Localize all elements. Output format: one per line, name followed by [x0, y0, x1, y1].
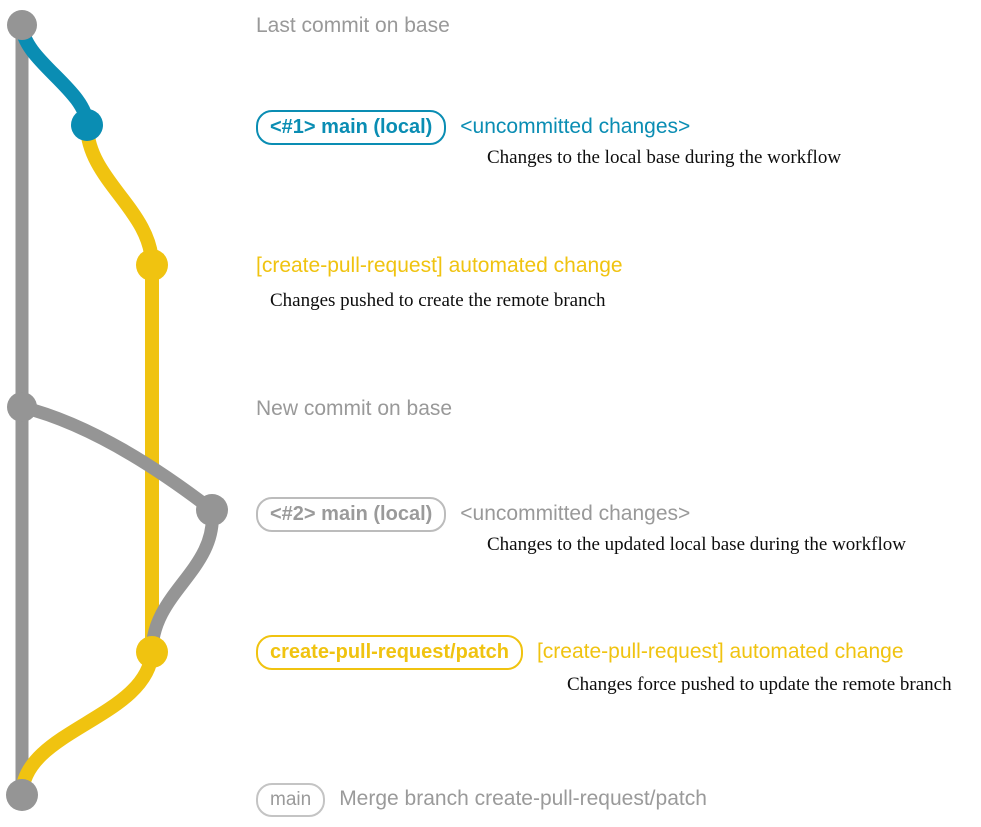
- gray-branch-line-to-local2: [15, 400, 219, 517]
- commit-node-local-1: [71, 109, 103, 141]
- commit-headline-base-last: Last commit on base: [256, 14, 450, 37]
- commit-description-patch-1: Changes pushed to create the remote bran…: [270, 290, 606, 311]
- amber-branch-line-upper: [80, 118, 159, 272]
- branch-badge-patch-2[interactable]: create-pull-request/patch: [256, 635, 523, 670]
- branch-badge-main[interactable]: main: [256, 783, 326, 817]
- commit-headline-local-2: <uncommitted changes>: [460, 502, 691, 525]
- branch-badge-local-2[interactable]: <#2> main (local): [256, 497, 447, 532]
- commit-row-base-last: Last commit on base: [256, 15, 450, 36]
- commit-headline-patch-2: [create-pull-request] automated change: [536, 640, 904, 663]
- commit-node-base-new: [7, 392, 37, 422]
- commit-node-base-last: [7, 10, 37, 40]
- commit-headline-base-new: New commit on base: [256, 397, 453, 420]
- branch-badge-local-1[interactable]: <#1> main (local): [256, 110, 447, 145]
- commit-node-base-merge: [6, 779, 38, 811]
- commit-row-patch-2: create-pull-request/patch [create-pull-r…: [256, 635, 904, 670]
- commit-node-patch-2: [136, 636, 168, 668]
- commit-node-local-2: [196, 494, 228, 526]
- gray-branch-line-to-patch2: [145, 503, 219, 659]
- commit-description-patch-2: Changes force pushed to update the remot…: [567, 674, 952, 695]
- commit-row-local-2: <#2> main (local) <uncommitted changes>: [256, 497, 690, 532]
- commit-node-patch-1: [136, 249, 168, 281]
- commit-row-patch-1: [create-pull-request] automated change: [256, 255, 623, 276]
- commit-row-base-merge: main Merge branch create-pull-request/pa…: [256, 783, 707, 817]
- commit-description-local-2: Changes to the updated local base during…: [487, 534, 906, 555]
- amber-merge-line: [15, 645, 159, 802]
- commit-row-local-1: <#1> main (local) <uncommitted changes>: [256, 110, 690, 145]
- commit-description-local-1: Changes to the local base during the wor…: [487, 147, 842, 168]
- commit-row-base-new: New commit on base: [256, 398, 452, 419]
- commit-headline-patch-1: [create-pull-request] automated change: [256, 254, 623, 277]
- commit-headline-base-merge: Merge branch create-pull-request/patch: [339, 787, 707, 810]
- commit-headline-local-1: <uncommitted changes>: [460, 115, 691, 138]
